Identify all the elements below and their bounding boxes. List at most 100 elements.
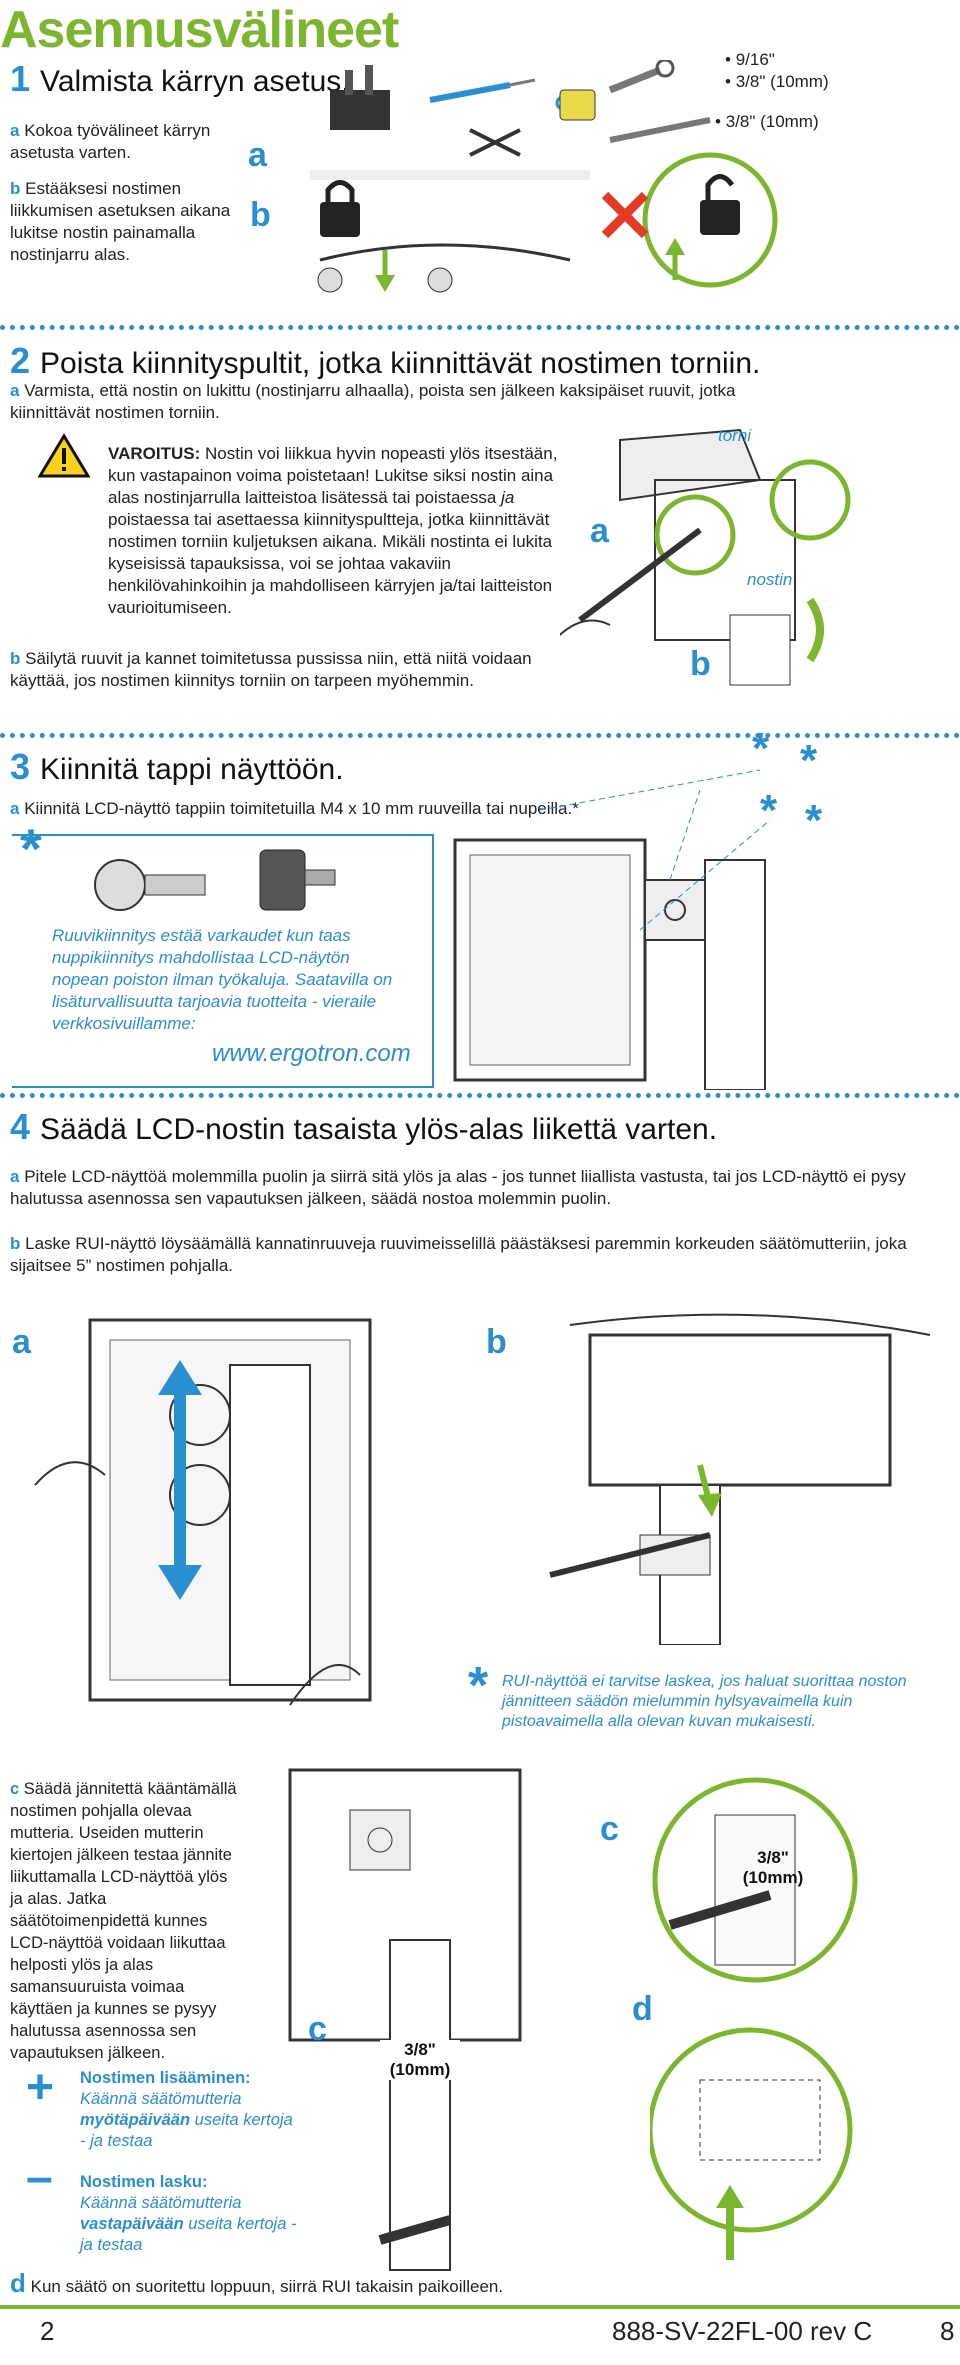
step1-b-letter: b — [10, 179, 21, 198]
step4-d-letter: d — [10, 2268, 26, 2298]
plus-icon: + — [26, 2061, 55, 2114]
step4-d: d Kun säätö on suoritettu loppuun, siirr… — [10, 2270, 710, 2298]
step3-a-letter: a — [10, 799, 20, 818]
lift-adjust-illustration-b — [549, 1313, 931, 1645]
lift-adjust-illustration-c — [288, 1768, 522, 2271]
page-title: Asennusvälineet — [0, 1, 399, 59]
step4-b-text: Laske RUI-näyttö löysäämällä kannatinruu… — [10, 1234, 907, 1275]
step1-b: b Estääksesi nostimen liikkumisen asetuk… — [10, 178, 240, 266]
socket-closeup-illustration — [652, 1777, 858, 1983]
inc-text-2: useita kertoja - ja testaa — [80, 2111, 293, 2150]
step4-b: b Laske RUI-näyttö löysäämällä kannatinr… — [10, 1233, 940, 1277]
toolbox-icon — [330, 90, 390, 130]
tool-size-1: • 9/16" — [725, 50, 775, 69]
step4-b-letter: b — [10, 1234, 21, 1253]
screwdriver-icon — [549, 1532, 711, 1578]
step4-a: a Pitele LCD-näyttöä molemmilla puolin j… — [10, 1166, 940, 1210]
dec-title: Nostimen lasku: — [80, 2173, 208, 2191]
size-label-1: 3/8"(10mm) — [380, 2040, 460, 2080]
step4-fig-d: d — [632, 1990, 653, 2028]
step3-note: Ruuvikiinnitys estää varkaudet kun taas … — [52, 925, 397, 1035]
monitor-mount-illustration — [453, 769, 771, 1090]
step2-b-text: Säilytä ruuvit ja kannet toimitetussa pu… — [10, 649, 532, 690]
lock-illustration — [310, 170, 590, 293]
inc-title: Nostimen lisääminen: — [80, 2069, 251, 2087]
step2-a-text: Varmista, että nostin on lukittu (nostin… — [10, 381, 736, 422]
warning-ja: ja — [501, 488, 515, 507]
tools-illustration — [330, 60, 711, 157]
screw-knob-illustration — [94, 849, 336, 911]
step4-fig-a: a — [12, 1323, 31, 1361]
warning-icon — [38, 433, 90, 478]
scissors-icon — [469, 128, 521, 157]
step4-c-letter: c — [10, 1780, 20, 1798]
step4-number: 4 — [10, 1106, 31, 1147]
dec-dir: vastapäivään — [80, 2215, 184, 2233]
screw-bag-icon — [729, 614, 791, 686]
step4-c: c Säädä jännitettä kääntämällä nostimen … — [10, 1778, 242, 2064]
warning-text: Nostin voi liikkua hyvin nopeasti ylös i… — [108, 444, 558, 507]
document-id: 888-SV-22FL-00 rev C — [612, 2316, 873, 2346]
wrench-icon-2 — [668, 1890, 772, 1930]
screwdriver-icon — [578, 527, 702, 623]
inc-dir: myötäpäivään — [80, 2111, 191, 2129]
step4-a-text: Pitele LCD-näyttöä molemmilla puolin ja … — [10, 1167, 906, 1208]
note-text: Ruuvikiinnitys estää varkaudet kun taas … — [52, 926, 393, 1011]
tool-size-2: • 3/8" (10mm) — [725, 72, 829, 91]
wrench-icon — [378, 2215, 452, 2245]
tool-size-3: • 3/8" (10mm) — [715, 112, 819, 131]
step2-warning: VAROITUS: Nostin voi liikkua hyvin nopea… — [10, 443, 570, 619]
warning-text-2: poistaessa tai asettaessa kiinnityspultt… — [108, 510, 553, 617]
wrench-icon-2 — [609, 117, 711, 143]
step2-fig-a: a — [590, 512, 609, 550]
unlock-icon — [700, 200, 740, 235]
step3-note-box — [12, 834, 434, 1088]
step1-a-letter: a — [10, 121, 20, 140]
lift-adjust-illustration-a — [34, 1318, 372, 1706]
step1-heading: 1 Valmista kärryn asetus. — [10, 58, 350, 100]
divider-1 — [0, 325, 960, 330]
step2-b: b Säilytä ruuvit ja kannet toimitetussa … — [10, 648, 540, 692]
step1-heading-text: Valmista kärryn asetus. — [40, 65, 350, 98]
star-icon-4: * — [805, 796, 823, 845]
lock-icon — [320, 202, 360, 237]
note-link-pre: vieraile verkkosivuillamme: — [52, 992, 377, 1033]
star-icon-1: * — [752, 724, 770, 773]
page-cut-number: 8 — [940, 2316, 955, 2346]
step2-fig-b: b — [690, 645, 711, 683]
divider-3 — [0, 1093, 960, 1098]
step3-a-text: Kiinnitä LCD-näyttö tappiin toimitetuill… — [24, 799, 579, 818]
step4-heading-text: Säädä LCD-nostin tasaista ylös-alas liik… — [40, 1113, 718, 1146]
screw-icon — [94, 859, 146, 911]
step1-number: 1 — [10, 58, 31, 99]
step2-number: 2 — [10, 340, 31, 381]
screwdriver-icon — [429, 82, 511, 103]
minus-icon: – — [26, 2151, 53, 2204]
rui-replace-illustration — [650, 2027, 853, 2260]
dec-text-1: Käännä säätömutteria — [80, 2194, 242, 2212]
size-label-2: 3/8"(10mm) — [742, 1848, 804, 1887]
cross-icon — [601, 191, 649, 239]
step2-a: a Varmista, että nostin on lukittu (nost… — [10, 380, 790, 424]
note-star-icon: * — [20, 817, 42, 880]
step2-a-letter: a — [10, 381, 20, 400]
inc-text-1: Käännä säätömutteria — [80, 2090, 242, 2108]
step1-a-text: Kokoa työvälineet kärryn asetusta varten… — [10, 121, 211, 162]
label-torni: torni — [718, 426, 752, 445]
divider-2 — [0, 733, 960, 738]
step4-heading: 4 Säädä LCD-nostin tasaista ylös-alas lii… — [10, 1106, 717, 1148]
wrench-icon — [608, 66, 662, 94]
step3-heading-text: Kiinnitä tappi näyttöön. — [40, 753, 344, 786]
ergotron-link[interactable]: www.ergotron.com — [212, 1040, 411, 1067]
step1-fig-a: a — [248, 136, 267, 174]
dec-text-2: useita kertoja - ja testaa — [80, 2215, 297, 2254]
label-nostin: nostin — [747, 570, 793, 589]
rui-star-icon: * — [468, 1657, 489, 1715]
step1-a: a Kokoa työvälineet kärryn asetusta vart… — [10, 120, 240, 164]
step1-b-text: Estääksesi nostimen liikkumisen asetukse… — [10, 179, 231, 264]
step4-c-text: Säädä jännitettä kääntämällä nostimen po… — [10, 1780, 237, 2062]
decrease-tension: Nostimen lasku: Käännä säätömutteria vas… — [80, 2172, 300, 2256]
step4-fig-c: c — [600, 1810, 619, 1848]
step3-a: a Kiinnitä LCD-näyttö tappiin toimitetui… — [10, 798, 710, 820]
